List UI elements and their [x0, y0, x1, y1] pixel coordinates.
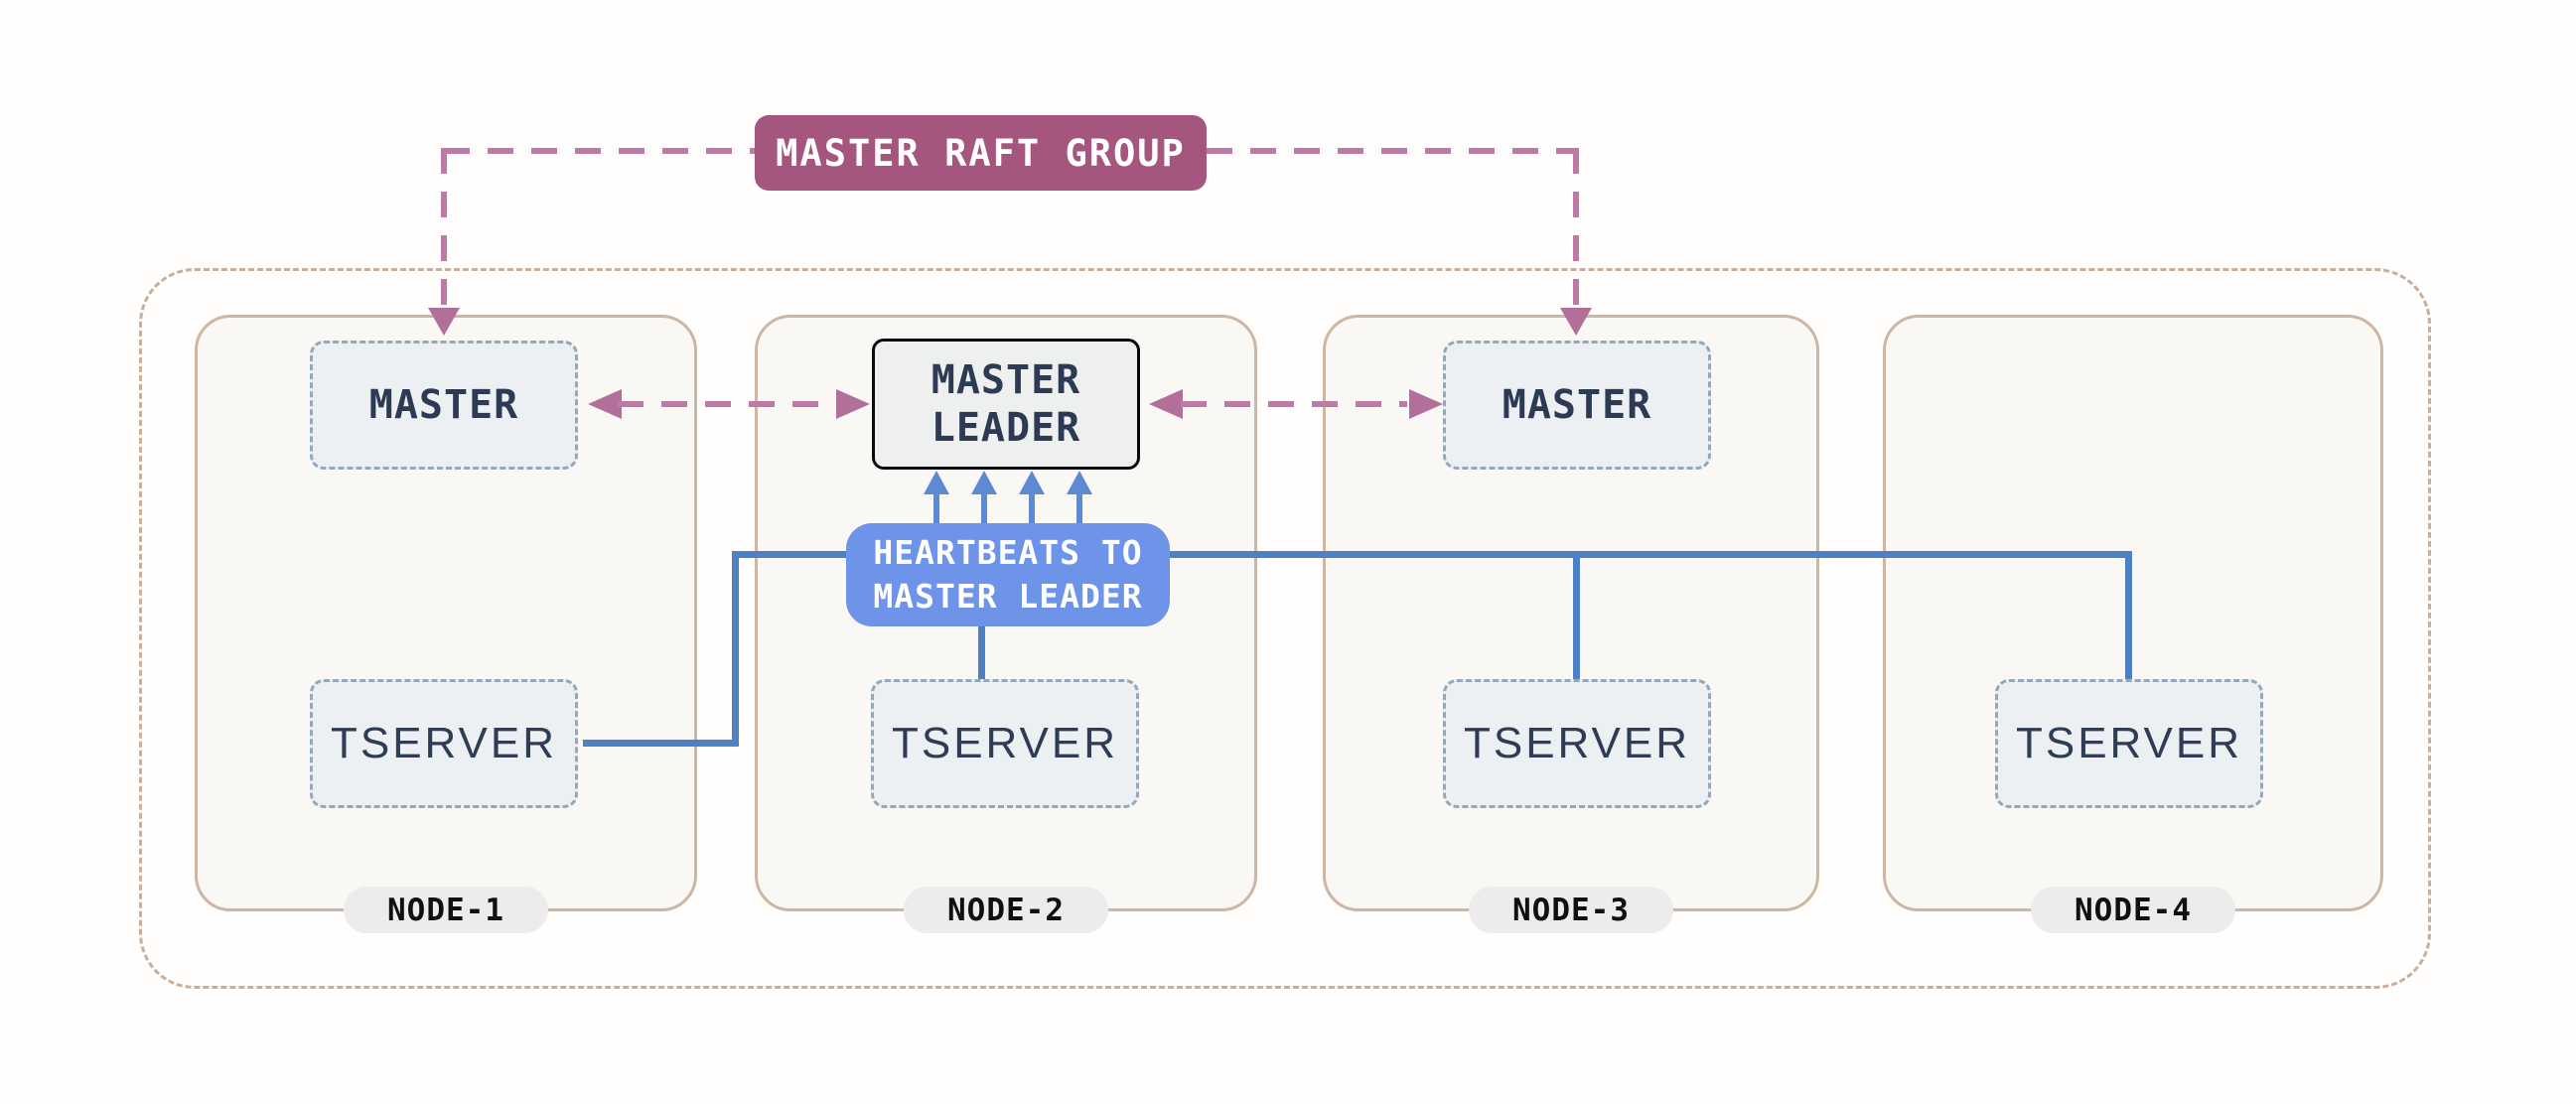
master-raft-group-box: MASTER RAFT GROUP: [755, 115, 1207, 191]
heartbeat-line-node4-drop: [2125, 551, 2132, 680]
raft-link-mid-right: [1181, 401, 1407, 407]
heartbeat-arrow-shaft: [1076, 490, 1082, 523]
heartbeat-line-node3-drop: [1573, 551, 1580, 679]
raft-arrow-right-leader-icon: [836, 389, 870, 419]
node2-tserver-label: TSERVER: [891, 719, 1119, 767]
node1-tserver-label: TSERVER: [330, 719, 558, 767]
node-2-label-pill: NODE-2: [904, 887, 1108, 933]
master-leader-box: MASTER LEADER: [872, 339, 1140, 470]
raft-link-mid-left: [618, 401, 844, 407]
node3-master-label: MASTER: [1502, 382, 1652, 428]
heartbeat-line-left: [732, 551, 846, 558]
node2-tserver-box: TSERVER: [871, 679, 1139, 808]
master-leader-label-line2: LEADER: [930, 405, 1081, 451]
cluster-boundary: [139, 268, 2431, 989]
heartbeat-arrow-up-icon: [924, 471, 949, 494]
raft-arrow-right-node3-icon: [1409, 389, 1443, 419]
node-4-box: [1883, 315, 2383, 911]
raft-arrow-down-node1-icon: [428, 308, 460, 336]
node1-tserver-box: TSERVER: [310, 679, 578, 808]
node-1-label: NODE-1: [387, 892, 504, 928]
heartbeat-line-main: [1170, 551, 2132, 558]
node3-tserver-box: TSERVER: [1443, 679, 1711, 808]
node1-master-box: MASTER: [310, 341, 578, 470]
raft-arrow-left-node1-icon: [588, 389, 622, 419]
node3-master-box: MASTER: [1443, 341, 1711, 470]
master-raft-group-label: MASTER RAFT GROUP: [776, 131, 1186, 175]
heartbeats-box: HEARTBEATS TO MASTER LEADER: [846, 523, 1170, 626]
heartbeats-label-line2: MASTER LEADER: [873, 577, 1143, 616]
raft-link-left-horizontal: [444, 148, 755, 154]
node4-tserver-label: TSERVER: [2015, 719, 2243, 767]
raft-link-left-vertical: [441, 148, 447, 310]
raft-arrow-left-leader-icon: [1149, 389, 1183, 419]
node-4-label-pill: NODE-4: [2031, 887, 2235, 933]
heartbeat-arrow-shaft: [981, 490, 987, 523]
node3-tserver-label: TSERVER: [1463, 719, 1691, 767]
raft-arrow-down-node3-icon: [1560, 308, 1592, 336]
node1-master-label: MASTER: [368, 382, 519, 428]
node-3-label: NODE-3: [1512, 892, 1630, 928]
heartbeat-line-node2-drop: [978, 626, 985, 679]
heartbeat-line-node1-horizontal: [583, 740, 737, 747]
heartbeat-arrow-up-icon: [1067, 471, 1092, 494]
node-1-label-pill: NODE-1: [344, 887, 548, 933]
node-2-label: NODE-2: [947, 892, 1065, 928]
node4-tserver-box: TSERVER: [1995, 679, 2263, 808]
raft-link-right-vertical: [1573, 148, 1579, 310]
heartbeat-arrow-up-icon: [1019, 471, 1045, 494]
heartbeat-arrow-shaft: [933, 490, 939, 523]
heartbeat-arrow-shaft: [1029, 490, 1035, 523]
heartbeat-arrow-up-icon: [971, 471, 997, 494]
master-leader-label-line1: MASTER: [930, 357, 1081, 403]
heartbeat-line-node1-elbow: [732, 551, 739, 747]
node-3-label-pill: NODE-3: [1469, 887, 1673, 933]
raft-link-right-horizontal: [1207, 148, 1576, 154]
node-4-label: NODE-4: [2075, 892, 2192, 928]
heartbeats-label-line1: HEARTBEATS TO: [873, 533, 1143, 572]
